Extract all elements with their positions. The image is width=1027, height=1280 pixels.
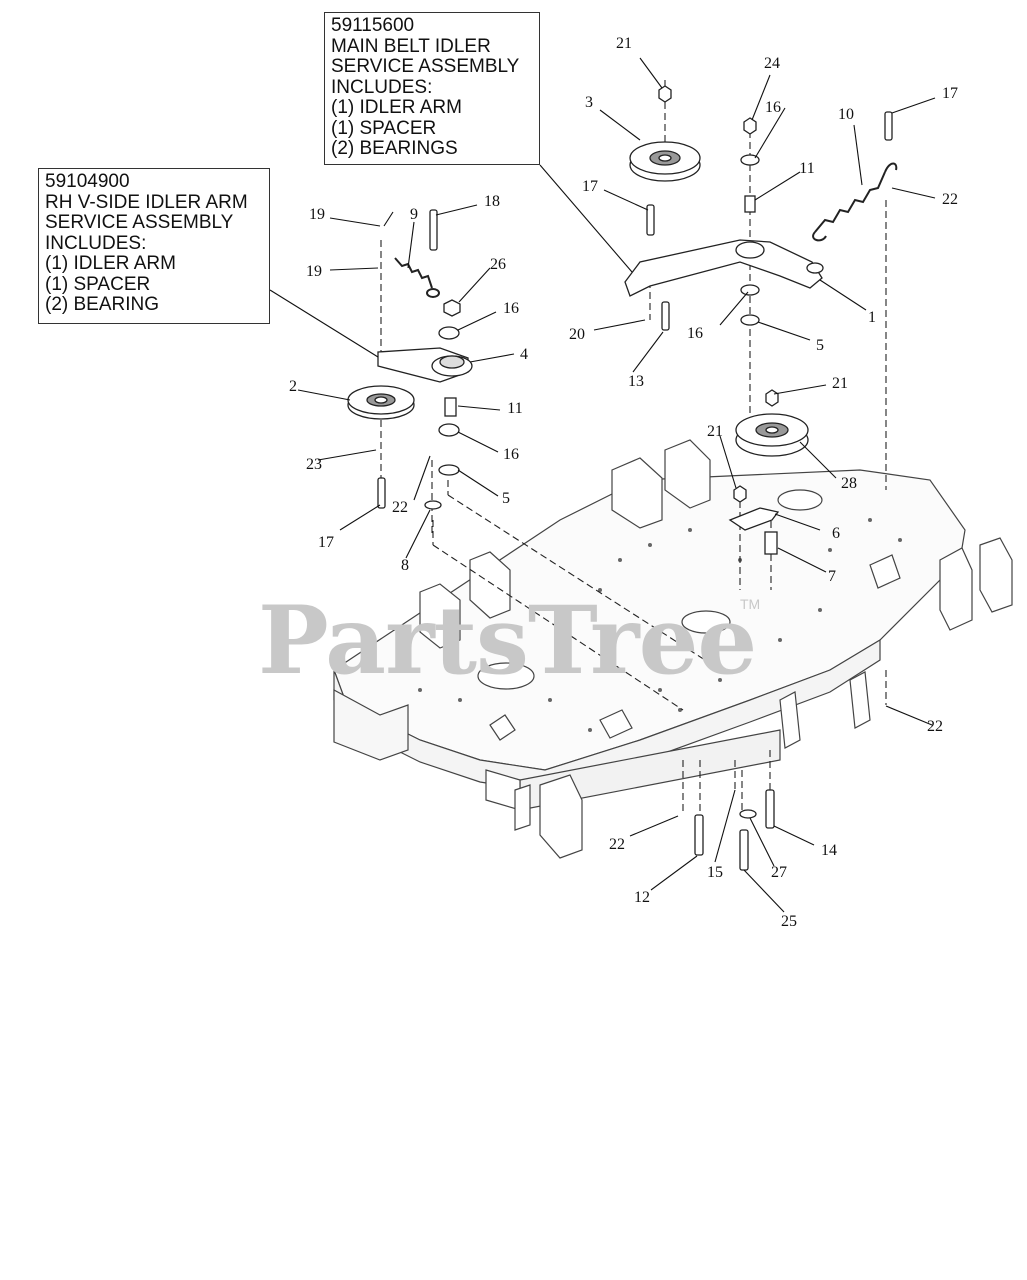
part-number: 59104900: [45, 171, 130, 192]
spacer-11b: [744, 195, 756, 213]
stud-12: [694, 814, 704, 856]
callout-line: (1) SPACER: [331, 117, 437, 139]
ref-label-17: 17: [318, 534, 334, 551]
right-side-idler-assembly: [347, 209, 473, 510]
ref-label-18: 18: [484, 193, 500, 210]
ref-label-22: 22: [392, 499, 408, 516]
deck-holes: [418, 518, 902, 732]
main-belt-idler-assembly-callout: 59115600 MAIN BELT IDLER SERVICE ASSEMBL…: [324, 12, 540, 165]
callout-line: INCLUDES:: [45, 232, 147, 254]
ref-label-16: 16: [765, 99, 781, 116]
pulley-3: [629, 141, 701, 182]
ref-label-7: 7: [828, 568, 836, 585]
main-idler-assembly: [624, 85, 898, 871]
leader-lines: [269, 57, 936, 913]
ref-label-6: 6: [832, 525, 840, 542]
bolt-13: [661, 301, 670, 331]
bolt-17a: [646, 204, 655, 236]
ref-label-16: 16: [687, 325, 703, 342]
ref-label-5: 5: [816, 337, 824, 354]
ref-label-15: 15: [707, 864, 723, 881]
ref-label-16: 16: [503, 446, 519, 463]
ref-label-22: 22: [609, 836, 625, 853]
ref-label-19: 19: [309, 206, 325, 223]
ref-label-27: 27: [771, 864, 787, 881]
stud-25: [739, 829, 749, 871]
bearing-16d: [740, 284, 760, 296]
ref-label-21: 21: [616, 35, 632, 52]
ref-label-2: 2: [289, 378, 297, 395]
spacer-11: [444, 397, 457, 417]
pulley-2: [347, 385, 415, 420]
bearing-16a: [438, 326, 460, 340]
callout-line: SERVICE ASSEMBLY: [45, 212, 234, 233]
pin-18: [429, 209, 438, 251]
spring-10: [812, 162, 898, 242]
part-number: 59115600: [331, 15, 415, 36]
ref-label-8: 8: [401, 557, 409, 574]
callout-line: (1) IDLER ARM: [331, 97, 462, 118]
nut-21a: [658, 85, 672, 103]
ref-label-9: 9: [410, 206, 418, 223]
ref-label-3: 3: [585, 94, 593, 111]
bearing-16c: [740, 154, 760, 166]
idler-arm-main: [624, 239, 823, 297]
ref-label-11: 11: [799, 160, 815, 177]
ref-label-22: 22: [927, 718, 943, 735]
ref-label-25: 25: [781, 913, 797, 930]
pulley-28: [735, 413, 809, 457]
ref-label-19: 19: [306, 263, 322, 280]
washer-5: [438, 464, 460, 476]
ref-label-26: 26: [490, 256, 506, 273]
callout-line: SERVICE ASSEMBLY: [331, 56, 520, 77]
ref-label-24: 24: [764, 55, 780, 72]
bearing-16b: [438, 423, 460, 437]
ref-label-21: 21: [832, 375, 848, 392]
ref-label-1: 1: [868, 309, 876, 326]
nut-21b: [765, 389, 779, 407]
rh-v-side-idler-arm-assembly-callout: 59104900 RH V-SIDE IDLER ARM SERVICE ASS…: [38, 168, 270, 324]
callout-line: MAIN BELT IDLER: [331, 35, 491, 57]
pin-17b: [884, 111, 893, 141]
watermark: PartsTree: [258, 586, 757, 696]
ref-label-23: 23: [306, 456, 322, 473]
nut-21c: [733, 485, 747, 503]
dashed-alignment-lines: [380, 80, 887, 820]
nut-24: [743, 117, 757, 135]
ref-label-12: 12: [634, 889, 650, 906]
ref-label-20: 20: [569, 326, 585, 343]
stud-14: [765, 789, 775, 829]
callout-line: (1) SPACER: [45, 273, 151, 295]
washer-5b: [740, 314, 760, 326]
ref-label-21: 21: [707, 423, 723, 440]
ref-label-16: 16: [503, 300, 519, 317]
spring-9: [394, 257, 440, 298]
ref-label-17: 17: [942, 85, 958, 102]
ref-label-4: 4: [520, 346, 528, 363]
ref-label-13: 13: [628, 373, 644, 390]
spacer-7: [764, 531, 778, 555]
bolt-17: [377, 477, 386, 509]
bracket-6: [728, 507, 780, 531]
callout-line: (2) BEARING: [45, 294, 160, 315]
ref-label-22: 22: [942, 191, 958, 208]
callout-line: (2) BEARINGS: [331, 138, 458, 159]
ref-label-17: 17: [582, 178, 598, 195]
ref-label-5: 5: [502, 490, 510, 507]
callout-line: (1) IDLER ARM: [45, 253, 176, 274]
callout-line: INCLUDES:: [331, 76, 433, 98]
watermark-trademark: TM: [740, 596, 761, 612]
callout-line: RH V-SIDE IDLER ARM: [45, 191, 248, 213]
ref-label-14: 14: [821, 842, 837, 859]
ref-label-28: 28: [841, 475, 857, 492]
mower-deck: [333, 439, 1013, 859]
nut-26: [443, 299, 461, 317]
ref-label-11: 11: [507, 400, 523, 417]
ref-label-10: 10: [838, 106, 854, 123]
washer-8: [424, 500, 442, 510]
washer-27: [739, 809, 757, 819]
